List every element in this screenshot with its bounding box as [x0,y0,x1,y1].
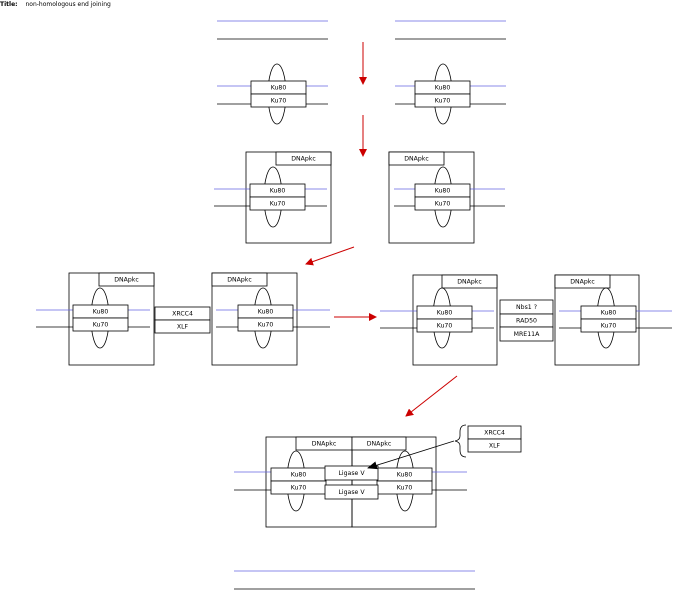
dnapkc-box [275,151,332,166]
ku80-label: Ku80 [437,310,453,317]
ku80-label: Ku80 [291,472,307,479]
ku70-label: Ku70 [93,322,109,329]
ku70-box [414,196,471,211]
title-row: Title: non-homologous end joining [0,1,111,8]
xlf-label: XLF [177,324,189,331]
xrcc4-label: XRCC4 [172,311,193,318]
dnapkc-label: DNApkc [291,156,316,163]
ku70-label: Ku70 [437,323,453,330]
ku80-label: Ku80 [435,85,451,92]
dnapkc-box [98,272,155,287]
ku70-box [250,93,307,108]
ku70-box [249,196,306,211]
ku70-box [414,93,471,108]
ku80-label: Ku80 [601,310,617,317]
dnapkc-box [211,272,268,287]
ligase-box [324,484,379,500]
stage-5-ligation: DNApkc DNApkc Ku80 Ku70 Ku80 Ku70 Ligase… [234,424,522,528]
xlf-label: XLF [489,443,501,450]
ku70-label: Ku70 [397,485,413,492]
dnapkc-box [554,274,611,289]
ku70-label: Ku70 [601,323,617,330]
dnapkc-label: DNApkc [227,277,252,284]
mre11a-label: MRE11A [514,331,540,338]
ku70-box [72,317,129,332]
ku80-label: Ku80 [258,309,274,316]
flow-arrow [305,246,355,266]
curly-brace [454,424,467,458]
mre11a-box [499,326,554,342]
ku80-label: Ku80 [93,309,109,316]
ku80-label: Ku80 [270,188,286,195]
dnapkc-label: DNApkc [404,156,429,163]
xlf-box [467,438,522,453]
dnapkc-box [441,274,498,289]
ligase-label: Ligase V [338,489,365,496]
stage-3-dnapkc-recruitment: DNApkc Ku80 Ku70 DNApkc Ku80 Ku70 [214,151,505,244]
rad50-label: RAD50 [516,318,537,325]
ku70-label: Ku70 [291,485,307,492]
ku80-label: Ku80 [435,188,451,195]
stage-4-mrn: DNApkc Ku80 Ku70 Nbs1 ? RAD50 MRE11A DNA… [380,274,672,366]
dnapkc-label: DNApkc [570,279,595,286]
xrcc4-label: XRCC4 [484,430,505,437]
title-label: Title: [0,1,18,8]
title-value: non-homologous end joining [25,1,111,8]
ku70-box [237,317,294,332]
dnapkc-label: DNApkc [114,277,139,284]
ku70-label: Ku70 [258,322,274,329]
ku70-label: Ku70 [435,201,451,208]
stage-4-xrcc4-xlf: DNApkc Ku80 Ku70 XRCC4 XLF DNApkc Ku80 K… [36,272,330,366]
ligase-box [324,465,379,481]
dnapkc-label: DNApkc [312,441,337,448]
ku70-label: Ku70 [271,98,287,105]
stage-6-repaired-dna [234,570,475,590]
ku70-label: Ku70 [435,98,451,105]
flow-arrow [405,375,458,417]
ku80-label: Ku80 [397,472,413,479]
ku70-box [580,318,637,333]
stage-1-broken-ends [217,20,506,40]
ku70-label: Ku70 [270,201,286,208]
dnapkc-box [388,151,445,166]
stage-2-ku-binding: Ku80 Ku70 Ku80 Ku70 [217,63,506,125]
ligase-label: Ligase V [338,470,365,477]
dnapkc-label: DNApkc [367,441,392,448]
xlf-box [154,319,211,334]
ku80-label: Ku80 [271,85,287,92]
nbs1-label: Nbs1 ? [516,304,537,311]
dnapkc-label: DNApkc [457,279,482,286]
recruitment-arrow [367,440,455,470]
ku70-box [416,318,473,333]
dnapkc-box [351,436,407,451]
